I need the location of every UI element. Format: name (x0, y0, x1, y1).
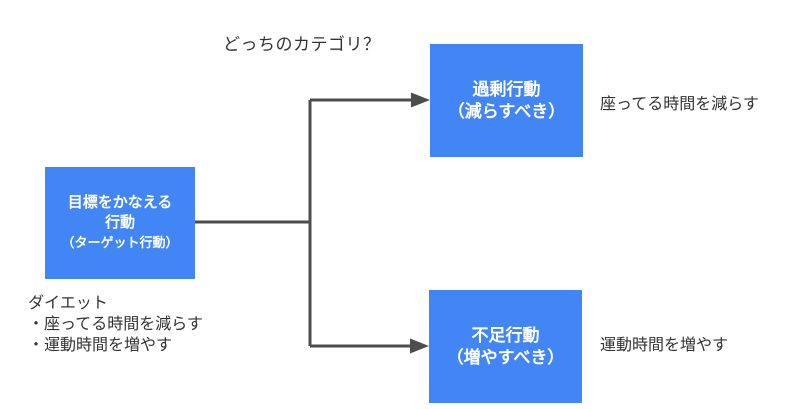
diagram-title: どっちのカテゴリ？ (223, 35, 381, 54)
excess-behavior-line2: （減らすべき） (447, 101, 566, 121)
deficit-side-note: 運動時間を増やす (600, 337, 729, 354)
arrowhead-up-icon (411, 92, 430, 108)
target-behavior-line2: 行動 (104, 214, 135, 231)
arrowhead-down-icon (410, 338, 429, 354)
target-behavior-line3: （ターゲット行動） (61, 235, 179, 250)
example-heading: ダイエット (28, 295, 108, 312)
deficit-behavior-box: 不足行動 （増やすべき） (429, 290, 582, 403)
excess-side-note: 座ってる時間を減らす (600, 96, 759, 113)
example-item-2: ・運動時間を増やす (28, 337, 173, 354)
deficit-behavior-line2: （増やすべき） (446, 347, 565, 367)
target-behavior-box: 目標をかなえる 行動 （ターゲット行動） (45, 167, 195, 279)
target-behavior-line1: 目標をかなえる (67, 194, 173, 211)
excess-behavior-box: 過剰行動 （減らすべき） (430, 44, 583, 157)
example-item-1: ・座ってる時間を減らす (28, 316, 203, 333)
example-note: ダイエット ・座ってる時間を減らす ・運動時間を増やす (28, 293, 203, 356)
excess-behavior-line1: 過剰行動 (472, 79, 541, 99)
deficit-behavior-line1: 不足行動 (471, 325, 540, 345)
